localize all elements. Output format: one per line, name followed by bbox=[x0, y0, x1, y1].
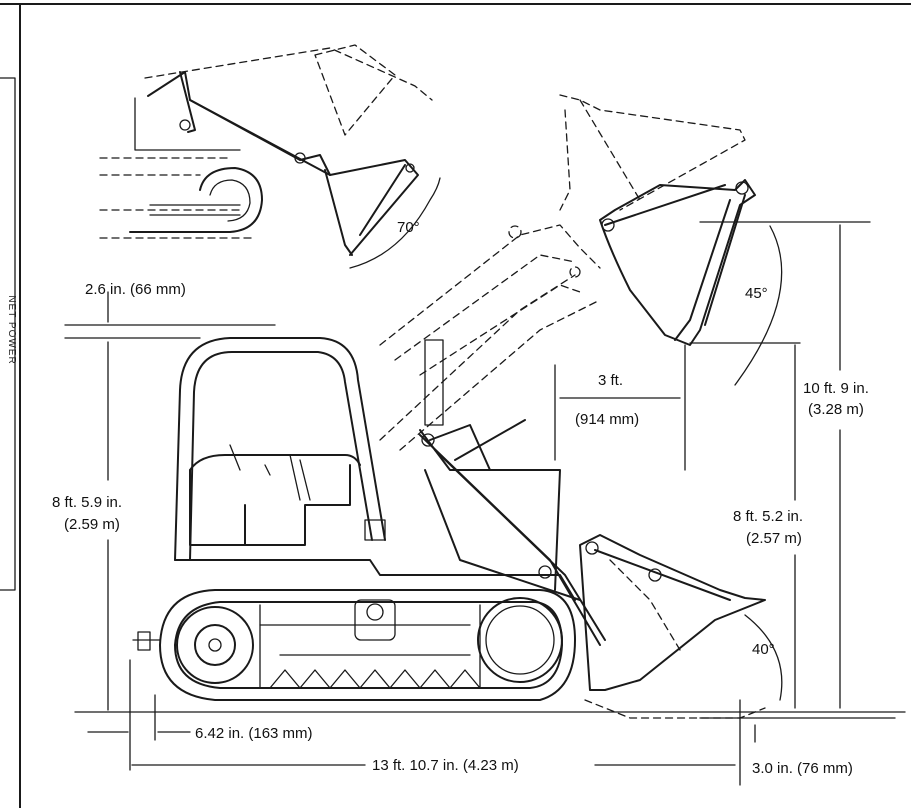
pin-height-offset-label: 2.6 in. (66 mm) bbox=[85, 281, 186, 298]
page-frame bbox=[0, 3, 911, 808]
overall-height-label: 8 ft. 5.9 in. bbox=[52, 494, 122, 511]
tractor-body bbox=[174, 337, 576, 601]
dimension-lines bbox=[64, 221, 896, 786]
rollback-ground-angle-label: 40° bbox=[752, 641, 775, 658]
reach-label: 3 ft. bbox=[598, 372, 623, 389]
crawler-track bbox=[132, 589, 576, 701]
overall-length-label: 13 ft. 10.7 in. (4.23 m) bbox=[372, 757, 519, 774]
dump-height-label: 8 ft. 5.2 in. bbox=[733, 508, 803, 525]
lift-arm bbox=[419, 433, 606, 646]
dump-bucket bbox=[599, 179, 756, 346]
inset-rollback-view bbox=[99, 44, 441, 269]
max-height-label: 10 ft. 9 in. bbox=[803, 380, 869, 397]
rollback-top-angle-label: 70° bbox=[397, 219, 420, 236]
ground-bucket bbox=[579, 534, 766, 719]
drawbar-height-label: 6.42 in. (163 mm) bbox=[195, 725, 313, 742]
dump-height-metric-label: (2.57 m) bbox=[746, 530, 802, 547]
side-tab-label: NET POWER bbox=[6, 295, 17, 364]
raised-lift-arm bbox=[379, 94, 746, 451]
max-height-metric-label: (3.28 m) bbox=[808, 401, 864, 418]
dig-depth-label: 3.0 in. (76 mm) bbox=[752, 760, 853, 777]
overall-height-metric-label: (2.59 m) bbox=[64, 516, 120, 533]
dump-angle-label: 45° bbox=[745, 285, 768, 302]
reach-metric-label: (914 mm) bbox=[575, 411, 639, 428]
